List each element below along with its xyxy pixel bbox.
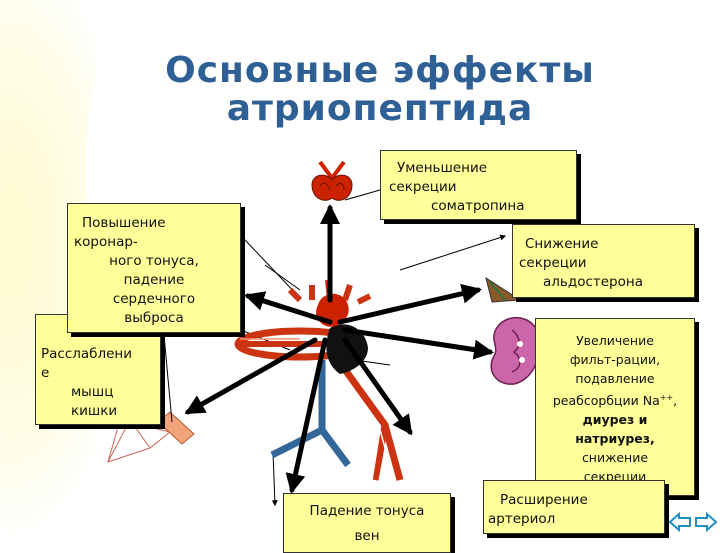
kidney-line-4-sup: ++ — [659, 393, 674, 402]
title-line-2: атриопептида — [226, 88, 534, 129]
kidney-line-5: диурез и — [582, 412, 648, 428]
somatotropin-line-3: соматропина — [431, 198, 525, 214]
intestine-icon — [157, 411, 195, 445]
kidney-line-4-text: реабсорбции Na — [552, 393, 660, 409]
left-hollow-arrow-icon — [668, 511, 691, 533]
effects-diagram — [107, 160, 541, 507]
kidney-line-1: Увеличение — [576, 333, 654, 348]
aldosterone-line-3: альдостерона — [543, 274, 643, 290]
kidney-line-3: подавление — [575, 371, 655, 386]
kidney-line-4: реабсорбции Na++, — [540, 388, 690, 410]
coronary-line-6: выброса — [124, 310, 184, 326]
aldosterone-box: Снижение секреции альдостерона — [512, 224, 695, 298]
kidney-line-2: фильт-рации, — [569, 352, 661, 367]
kidney-line-4-end: , — [673, 393, 678, 409]
kidney-line-7: снижение — [581, 450, 649, 466]
arterioles-line-1: Расширение — [500, 492, 588, 508]
veins-line-1: Падение тонуса — [309, 503, 425, 519]
kidney-icon — [490, 316, 541, 385]
nav-prev-button[interactable] — [668, 511, 692, 533]
effect-arrows — [184, 204, 494, 494]
coronary-line-2: коронар- — [74, 234, 138, 250]
coronary-box: Повышение коронар- ного тонуса, падение … — [67, 203, 241, 333]
somatotropin-line-1: Уменьшение — [397, 160, 488, 176]
aldosterone-line-1: Снижение — [525, 236, 599, 252]
kidney-line-6: натриурез, — [575, 431, 655, 447]
coronary-line-3: ного тонуса, — [109, 253, 199, 269]
arterioles-box: Расширение артериол — [483, 480, 665, 534]
pituitary-gland-icon — [311, 160, 353, 201]
nav-next-button[interactable] — [694, 511, 718, 533]
somatotropin-line-2: секреции — [389, 179, 457, 195]
coronary-line-5: сердечного — [112, 291, 196, 307]
veins-line-2: вен — [354, 528, 380, 544]
adrenal-gland-icon — [485, 276, 522, 303]
somatotropin-box: Уменьшение секреции соматропина — [380, 150, 577, 220]
arterioles-line-2: артериол — [488, 511, 556, 527]
coronary-line-1: Повышение — [82, 215, 166, 231]
title-line-1: Основные эффекты — [165, 50, 595, 91]
veins-box: Падение тонуса вен — [283, 493, 451, 553]
blood-vessels — [234, 327, 404, 481]
coronary-line-4: падение — [123, 272, 185, 288]
slide-title: Основные эффекты атриопептида — [110, 52, 650, 128]
intestine-line-2: е — [41, 365, 50, 381]
intestine-line-3: мышц — [71, 384, 114, 400]
intestine-line-1: Расслаблени — [41, 346, 133, 362]
right-hollow-arrow-icon — [695, 511, 718, 533]
aldosterone-line-2: секреции — [519, 255, 587, 271]
kidney-box: Увеличение фильт-рации, подавление реабс… — [535, 318, 695, 496]
intestine-line-4: кишки — [71, 403, 118, 419]
